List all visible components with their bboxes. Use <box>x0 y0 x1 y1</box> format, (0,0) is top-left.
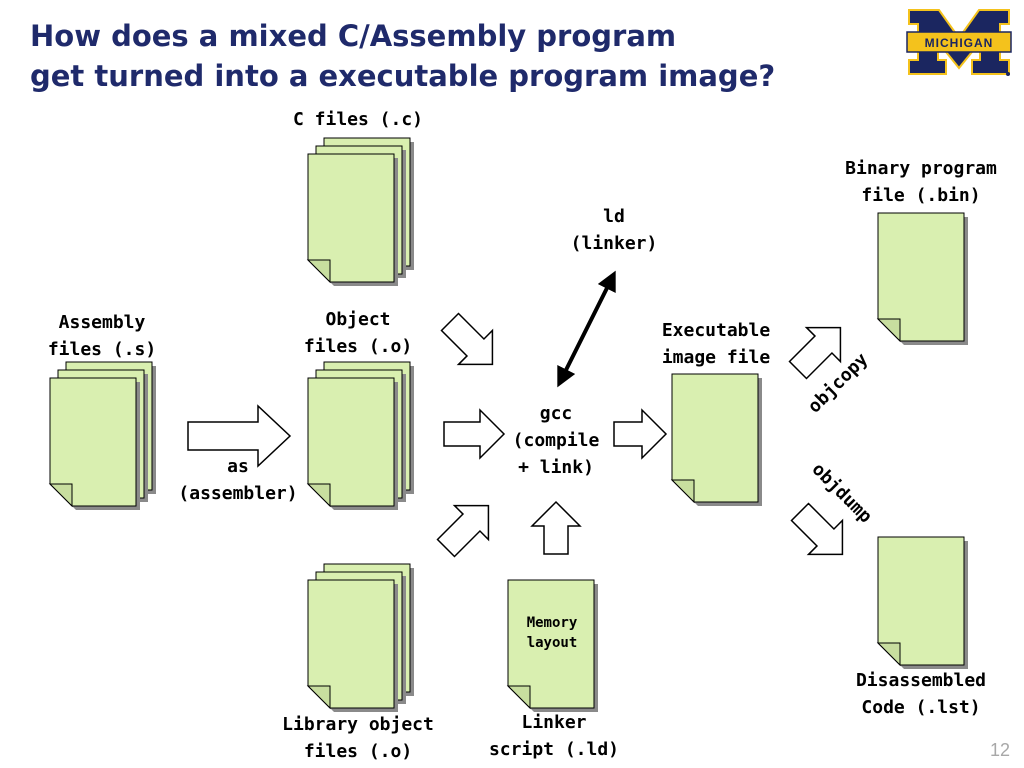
executable-image-file <box>671 373 762 506</box>
binary-label-line-2: file (.bin) <box>861 185 980 206</box>
executable-label-line-2: image file <box>662 347 771 368</box>
memory-layout-label-line-2: layout <box>527 635 578 651</box>
binary-program-file <box>877 212 968 345</box>
assembly-files-label-line-1: Assembly <box>59 312 146 333</box>
binary-label-line-1: Binary program <box>845 158 997 179</box>
library-files-label-line-2: files (.o) <box>304 741 412 762</box>
object-to-gcc-arrow <box>443 408 506 460</box>
executable-label-line-1: Executable <box>662 320 771 341</box>
linker-script-label-line-2: script (.ld) <box>489 739 619 760</box>
assembly-files-stack <box>49 361 156 510</box>
page-number: 12 <box>989 740 1010 760</box>
as-arrow <box>187 404 292 468</box>
library-to-gcc-arrow <box>436 504 490 558</box>
object-files-label-line-1: Object <box>325 309 390 330</box>
disassembled-code-file <box>877 536 968 669</box>
ld-label-line-1: ld <box>603 206 625 227</box>
library-files-label-line-1: Library object <box>282 714 434 735</box>
linker-script-label-line-1: Linker <box>521 712 586 733</box>
gcc-label-line-1: gcc <box>540 403 573 424</box>
c-files-stack <box>307 137 414 286</box>
memory-layout-label-line-1: Memory <box>527 615 578 631</box>
slide-title-line-2: get turned into a executable program ima… <box>30 59 776 93</box>
ld-label-line-2: (linker) <box>571 233 658 254</box>
disassembled-label-line-2: Code (.lst) <box>861 697 980 718</box>
gcc-to-executable-arrow <box>613 408 668 460</box>
slide-title-line-1: How does a mixed C/Assembly program <box>30 19 677 53</box>
logo-text: MICHIGAN <box>925 36 994 50</box>
assembly-files-label-line-2: files (.s) <box>48 339 156 360</box>
michigan-logo: MICHIGAN <box>906 9 1012 76</box>
slide-title: How does a mixed C/Assembly program get … <box>30 16 775 96</box>
linker-script-to-gcc-arrow <box>530 500 582 555</box>
disassembled-label-line-1: Disassembled <box>856 670 986 691</box>
gcc-label-line-3: + link) <box>518 457 594 478</box>
library-files-stack <box>307 563 414 712</box>
objcopy-arrow <box>788 326 842 380</box>
c-files-to-gcc-arrow <box>440 312 494 366</box>
as-label-line-1: as <box>227 456 249 477</box>
objdump-arrow <box>790 502 844 556</box>
ld-double-arrow <box>557 270 616 388</box>
gcc-label-line-2: (compile <box>513 430 600 451</box>
object-files-stack <box>307 361 414 510</box>
object-files-label-line-2: files (.o) <box>304 336 412 357</box>
c-files-label: C files (.c) <box>293 109 423 130</box>
as-label-line-2: (assembler) <box>178 483 297 504</box>
